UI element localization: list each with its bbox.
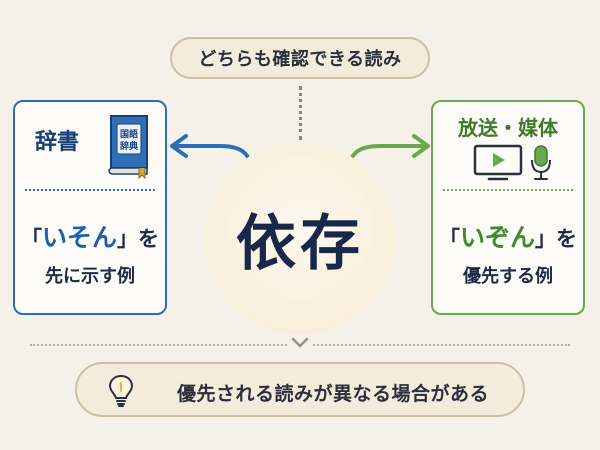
dictionary-reading-text-kana: いそん — [41, 223, 117, 252]
microphone-icon — [531, 145, 551, 180]
bottom-pill: 優先される読みが異なる場合がある — [75, 362, 525, 417]
bottom-pill-text: 優先される読みが異なる場合がある — [177, 383, 490, 405]
top-dotted-connector — [299, 86, 302, 140]
book-icon: 国語 辞典 — [108, 115, 148, 180]
broadcast-card-title: 放送・媒体 — [458, 116, 558, 140]
dictionary-caption: 先に示す例 — [45, 266, 135, 287]
broadcast-card: 放送・媒体 「いぞん」を 優先する例 — [431, 100, 585, 315]
broadcast-reading: 「いぞん」を — [433, 218, 583, 254]
top-pill: どちらも確認できる読み — [170, 37, 430, 79]
book-label-line1: 国語 — [120, 128, 138, 140]
broadcast-reading-text-kana: いぞん — [459, 223, 535, 252]
dictionary-card-divider — [25, 189, 155, 191]
dictionary-card-title: 辞書 — [35, 130, 80, 155]
dictionary-card: 辞書 国語 辞典 「いそん」を 先に示す例 — [13, 100, 167, 315]
dictionary-reading-text: 「いそん」を — [20, 223, 159, 252]
tv-icon — [473, 144, 523, 181]
chevron-down-icon — [288, 334, 312, 352]
center-circle: 依存 — [204, 142, 396, 334]
broadcast-caption: 優先する例 — [463, 266, 553, 287]
book-label-line2: 辞典 — [120, 140, 138, 152]
dictionary-reading: 「いそん」を — [15, 218, 165, 254]
lightbulb-icon — [108, 374, 134, 407]
broadcast-reading-text: 「いぞん」を — [438, 223, 577, 252]
center-word: 依存 — [236, 208, 364, 279]
top-pill-text: どちらも確認できる読み — [198, 49, 402, 70]
broadcast-card-divider — [443, 189, 573, 191]
